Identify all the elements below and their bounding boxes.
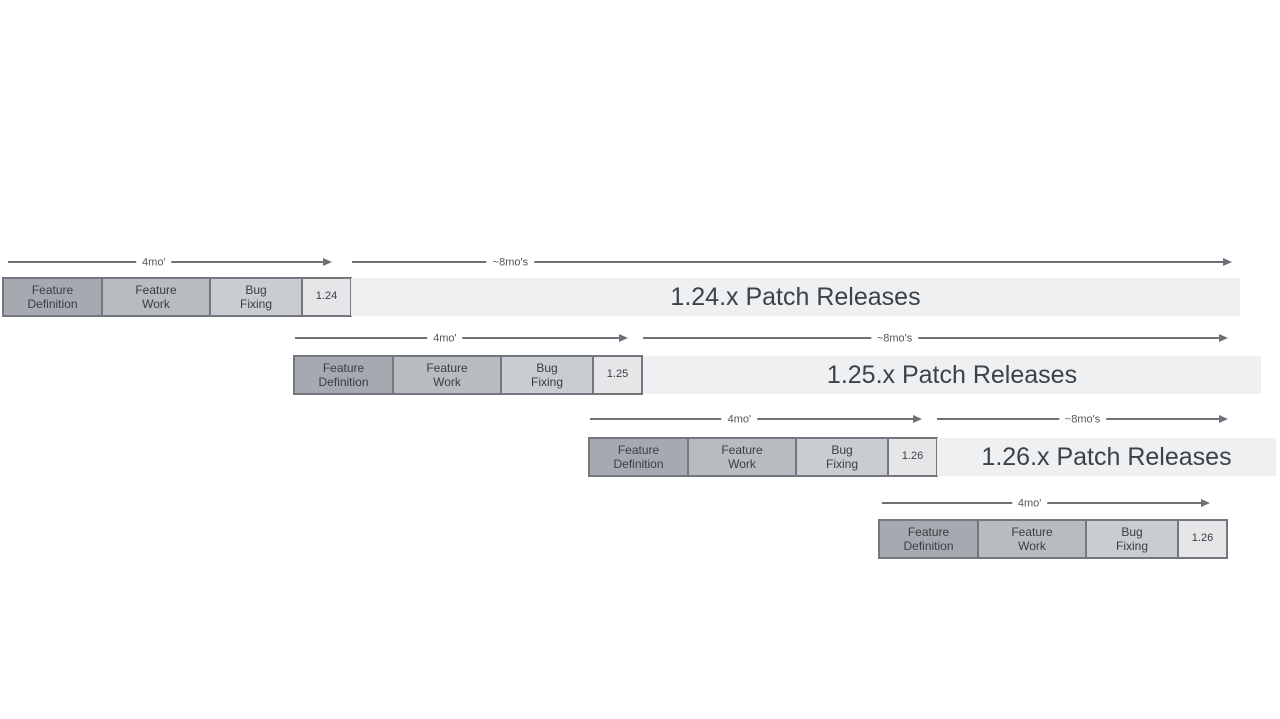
phase-feature-work: Feature Work [392,357,500,393]
phase-feature-definition: Feature Definition [295,357,392,393]
arrowhead-icon [1219,334,1228,342]
arrowhead-icon [1223,258,1232,266]
arrowhead-icon [913,415,922,423]
phase-bug-fixing: Bug Fixing [1085,521,1177,557]
version-box: 1.25 [592,357,641,393]
phase-feature-work: Feature Work [101,279,209,315]
phase-feature-definition: Feature Definition [4,279,101,315]
patch-duration-arrow: ~8mo's [937,413,1228,426]
arrowhead-icon [619,334,628,342]
phase-feature-definition: Feature Definition [590,439,687,475]
duration-label: ~8mo's [1058,413,1107,426]
phase-bug-fixing: Bug Fixing [500,357,592,393]
arrowhead-icon [323,258,332,266]
cycle-duration-arrow: 4mo' [882,497,1210,510]
patch-duration-arrow: ~8mo's [352,256,1232,269]
arrowhead-icon [1201,499,1210,507]
patch-releases-bar: 1.25.x Patch Releases [643,356,1261,394]
duration-label: 4mo' [427,332,463,345]
release-cycle-group: Feature Definition Feature Work Bug Fixi… [878,519,1228,559]
duration-label: 4mo' [136,256,172,269]
cycle-duration-arrow: 4mo' [295,332,628,345]
patch-duration-arrow: ~8mo's [643,332,1228,345]
duration-label: 4mo' [721,413,758,426]
cycle-duration-arrow: 4mo' [8,256,332,269]
duration-label: 4mo' [1011,497,1048,510]
phase-bug-fixing: Bug Fixing [795,439,887,475]
phase-feature-definition: Feature Definition [880,521,977,557]
duration-label: ~8mo's [486,256,535,269]
patch-releases-bar: 1.24.x Patch Releases [351,278,1240,316]
version-box: 1.24 [301,279,350,315]
duration-label: ~8mo's [870,332,919,345]
arrow-line [352,261,1225,263]
arrow-line [643,337,1221,339]
version-box: 1.26 [1177,521,1226,557]
release-cycle-group: Feature Definition Feature Work Bug Fixi… [588,437,938,477]
arrowhead-icon [1219,415,1228,423]
cycle-duration-arrow: 4mo' [590,413,922,426]
patch-releases-bar: 1.26.x Patch Releases [937,438,1276,476]
release-cycle-group: Feature Definition Feature Work Bug Fixi… [2,277,352,317]
phase-feature-work: Feature Work [977,521,1085,557]
phase-bug-fixing: Bug Fixing [209,279,301,315]
version-box: 1.26 [887,439,936,475]
phase-feature-work: Feature Work [687,439,795,475]
release-cycle-group: Feature Definition Feature Work Bug Fixi… [293,355,643,395]
